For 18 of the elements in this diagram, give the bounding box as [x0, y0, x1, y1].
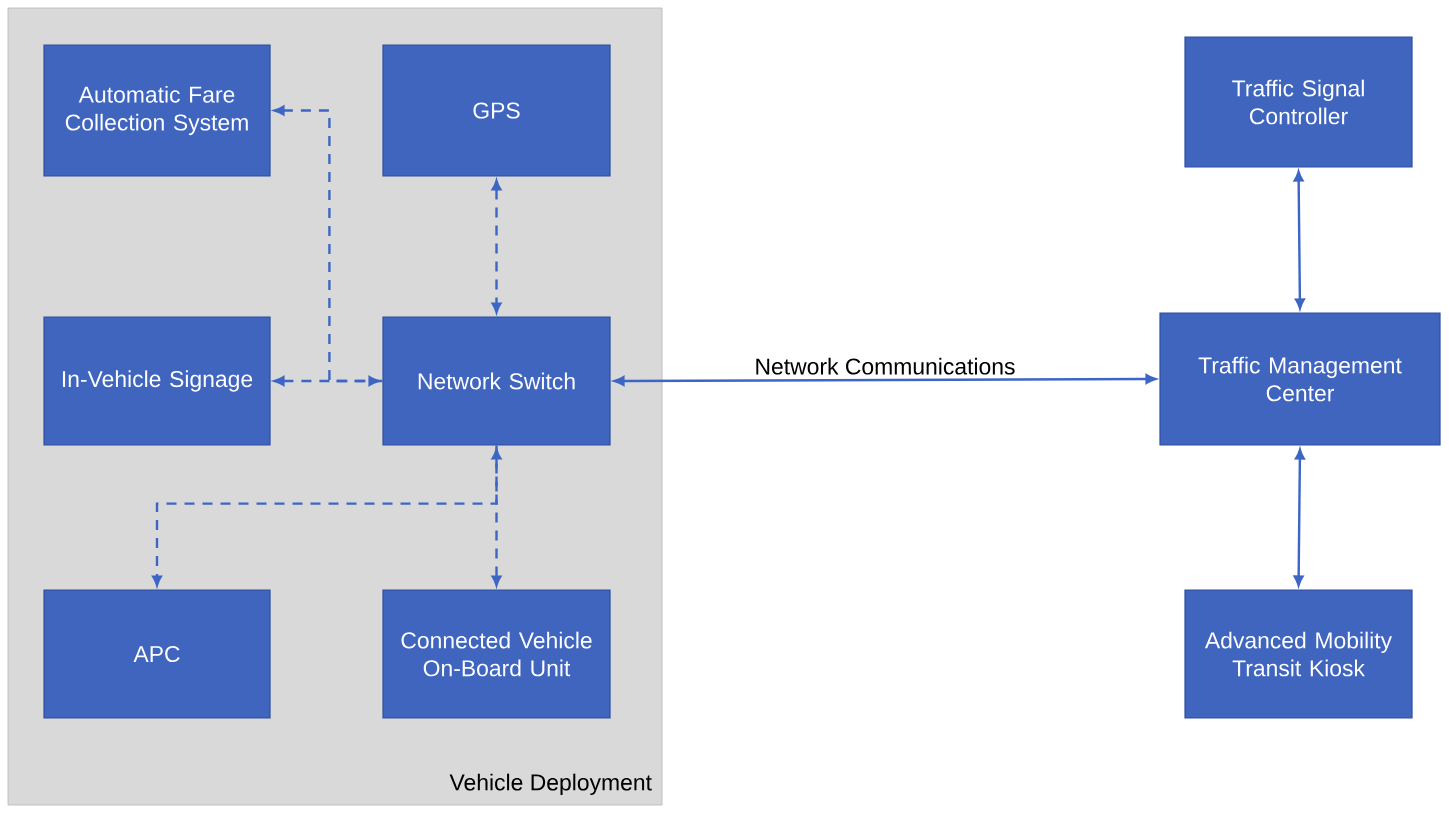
arrow — [1293, 448, 1305, 587]
arrow — [491, 179, 502, 314]
process-box: Automatic Fare Collection System — [43, 44, 271, 177]
arrow — [273, 105, 383, 383]
arrow — [613, 374, 1157, 386]
process-box: Connected Vehicle On-Board Unit — [382, 589, 611, 719]
process-box: GPS — [382, 44, 611, 177]
arrow — [273, 376, 380, 386]
process-box: APC — [43, 589, 271, 719]
process-box: Traffic Management Center — [1159, 312, 1441, 446]
arrow — [1293, 170, 1305, 310]
arrow — [491, 448, 502, 587]
process-box: Advanced Mobility Transit Kiosk — [1184, 589, 1413, 719]
arrow — [152, 445, 498, 587]
process-box: In-Vehicle Signage — [43, 316, 271, 446]
edge-label: Network Communications — [751, 354, 1019, 378]
process-box: Network Switch — [382, 316, 611, 446]
process-box: Traffic Signal Controller — [1184, 36, 1413, 168]
